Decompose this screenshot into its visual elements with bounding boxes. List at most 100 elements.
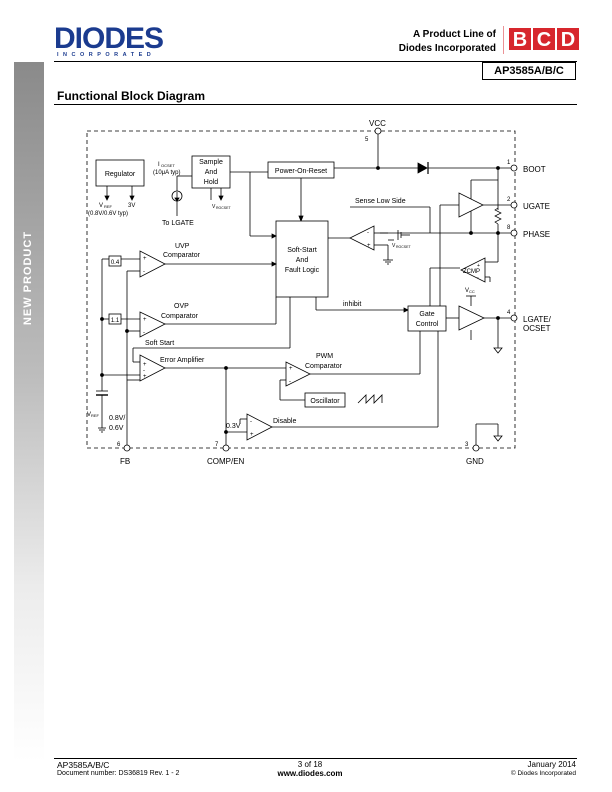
vcc-small-sub: CC bbox=[469, 289, 475, 294]
sample-hold-block: Sample And Hold bbox=[191, 155, 231, 189]
sample-hold-label-3: Hold bbox=[204, 179, 219, 186]
product-line-2: Diodes Incorporated bbox=[398, 43, 496, 54]
pin-gnd: GND 3 bbox=[465, 442, 484, 466]
pin-gnd-label: GND bbox=[466, 457, 484, 466]
svg-text:C: C bbox=[537, 29, 551, 51]
pin-boot-num: 1 bbox=[507, 160, 511, 166]
ovp-label-2: Comparator bbox=[161, 313, 199, 320]
vrocset2-sub: ROCSET bbox=[396, 245, 411, 249]
gate-label-2: Control bbox=[416, 321, 439, 328]
product-line-1: A Product Line of bbox=[413, 29, 496, 40]
iocset-sub: OCSET bbox=[161, 163, 175, 168]
softstart-label-1: Soft-Start bbox=[287, 247, 317, 254]
pin-vcc-label: VCC bbox=[369, 119, 386, 128]
vref-bot-sub: REF bbox=[91, 413, 100, 418]
new-product-sidebar: NEW PRODUCT bbox=[14, 62, 44, 762]
gate-control-block: Gate Control bbox=[407, 305, 447, 332]
ovp-label-1: OVP bbox=[174, 303, 189, 310]
uvp-label-2: Comparator bbox=[163, 252, 201, 259]
gate-label-1: Gate bbox=[419, 311, 434, 318]
oscillator-block: Oscillator bbox=[304, 392, 346, 408]
footer-url[interactable]: www.diodes.com bbox=[277, 769, 343, 778]
softstart-label-2: And bbox=[296, 257, 309, 264]
diodes-logo: DIODES bbox=[54, 22, 164, 55]
soft-start-label: Soft Start bbox=[145, 340, 174, 347]
regulator-block: Regulator bbox=[95, 159, 145, 187]
vref-out-sub: REF bbox=[104, 204, 113, 209]
sawtooth-icon bbox=[357, 394, 383, 404]
regulator-label: Regulator bbox=[105, 171, 136, 178]
section-title: Functional Block Diagram bbox=[57, 89, 206, 103]
disable-label: Disable bbox=[273, 418, 296, 425]
por-block: Power-On-Reset bbox=[267, 161, 335, 179]
pwm-label-1: PWM bbox=[316, 353, 333, 360]
pin-ugate-label: UGATE bbox=[523, 202, 550, 211]
uvp-label-1: UVP bbox=[175, 243, 190, 250]
header-divider bbox=[54, 61, 577, 62]
vrocset-sub: ROCSET bbox=[216, 206, 231, 210]
vref-out-label: V bbox=[99, 203, 103, 209]
oscillator-label: Oscillator bbox=[310, 398, 340, 405]
svg-text:-: - bbox=[250, 419, 252, 425]
bcd-logo: B C D bbox=[503, 26, 579, 54]
vcc-small-label: V bbox=[465, 288, 469, 294]
svg-text:+: + bbox=[250, 432, 254, 438]
footer-page: 3 of 18 bbox=[297, 760, 323, 769]
por-label: Power-On-Reset bbox=[275, 168, 327, 175]
pin-lgate-label: LGATE/ bbox=[523, 315, 552, 324]
svg-text:-: - bbox=[477, 275, 479, 281]
sample-hold-label-2: And bbox=[205, 169, 218, 176]
svg-text:+: + bbox=[143, 317, 147, 323]
pin-lgate-num: 4 bbox=[507, 310, 511, 316]
pin-comp: COMP/EN 7 bbox=[207, 442, 245, 466]
softstart-label-3: Fault Logic bbox=[285, 267, 320, 274]
sense-low-label: Sense Low Side bbox=[355, 198, 406, 205]
footer-date: January 2014 bbox=[527, 760, 576, 769]
pin-phase-label: PHASE bbox=[523, 230, 550, 239]
svg-text:-: - bbox=[289, 379, 291, 385]
svg-text:-: - bbox=[367, 230, 369, 236]
soft-start-block: Soft-Start And Fault Logic bbox=[275, 220, 329, 298]
iocset-label: I bbox=[158, 162, 160, 168]
footer-docnum: Document number: DS36819 Rev. 1 - 2 bbox=[57, 770, 180, 777]
svg-text:-: - bbox=[143, 368, 145, 374]
to-lgate-label: To LGATE bbox=[162, 220, 194, 227]
vref-bot-label: V bbox=[87, 412, 91, 418]
part-number-box: AP3585A/B/C bbox=[482, 62, 576, 80]
ref-11-label: 1.1 bbox=[111, 318, 120, 324]
pin-ugate: UGATE 2 bbox=[507, 197, 550, 211]
pin-boot: BOOT 1 bbox=[507, 160, 546, 174]
pin-comp-label: COMP/EN bbox=[207, 457, 245, 466]
error-amp-label: Error Amplifier bbox=[160, 357, 205, 364]
section-divider bbox=[54, 104, 577, 105]
ref-04-label: 0.4 bbox=[111, 260, 120, 266]
footer-copyright: © Diodes Incorporated bbox=[510, 770, 576, 777]
vrocset-label: V bbox=[212, 204, 216, 210]
svg-text:-: - bbox=[143, 269, 145, 275]
pin-fb-num: 6 bbox=[117, 442, 121, 448]
sample-hold-label-1: Sample bbox=[199, 159, 223, 166]
pin-phase: PHASE 8 bbox=[507, 225, 550, 239]
footer-part: AP3585A/B/C bbox=[57, 760, 110, 770]
pin-vcc-num: 5 bbox=[365, 137, 369, 143]
svg-text:+: + bbox=[143, 374, 147, 380]
pin-gnd-num: 3 bbox=[465, 442, 469, 448]
v06-label: 0.6V bbox=[109, 425, 124, 432]
chip-outline bbox=[86, 130, 516, 449]
pin-ugate-num: 2 bbox=[507, 197, 511, 203]
v3-label: 3V bbox=[128, 203, 135, 209]
svg-text:B: B bbox=[513, 29, 527, 51]
svg-text:+: + bbox=[477, 263, 480, 269]
pwm-label-2: Comparator bbox=[305, 363, 343, 370]
pin-boot-label: BOOT bbox=[523, 165, 546, 174]
svg-text:-: - bbox=[143, 330, 145, 336]
pin-lgate: LGATE/ OCSET 4 bbox=[507, 310, 552, 333]
v03-label: 0.3V bbox=[226, 423, 241, 430]
diodes-logo-subtext: INCORPORATED bbox=[57, 52, 156, 58]
svg-text:+: + bbox=[143, 256, 147, 262]
pin-phase-num: 8 bbox=[507, 225, 511, 231]
pin-fb-label: FB bbox=[120, 457, 130, 466]
product-line-text: A Product Line of Diodes Incorporated bbox=[384, 28, 496, 56]
pin-comp-num: 7 bbox=[215, 442, 219, 448]
